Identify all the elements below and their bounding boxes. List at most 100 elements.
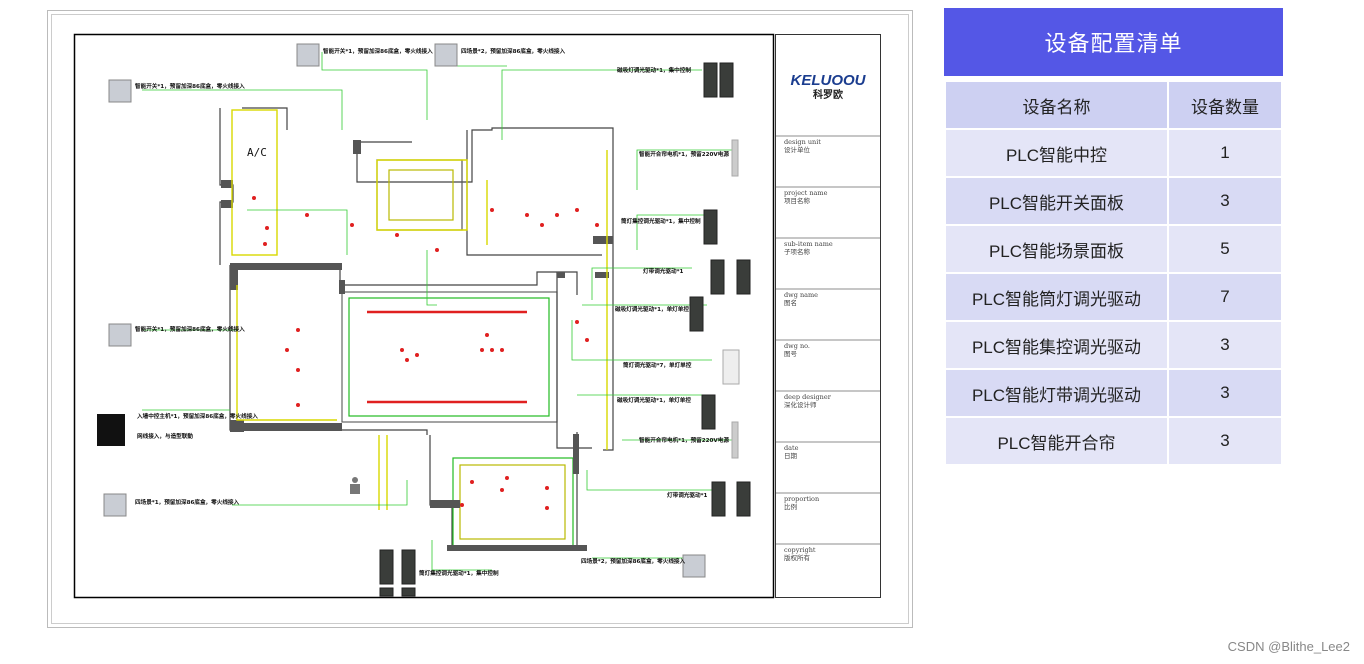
drawing-frame — [73, 33, 775, 599]
driver-icon — [701, 394, 716, 430]
floor-plan-svg: KELUOOU 科罗欧 design unit 设计单位 project nam… — [47, 10, 913, 628]
annotation: 智能开关*1，预留加深86底盒，零火线接入 — [135, 325, 245, 333]
annotation: 筒灯集控调光驱动*1，集中控制 — [621, 217, 701, 225]
title-block — [775, 34, 881, 598]
panel-icon — [103, 493, 127, 517]
wiring — [142, 52, 732, 571]
panel-icon — [682, 554, 706, 578]
driver-icon — [689, 296, 704, 332]
table-row: PLC智能中控 1 — [944, 128, 1283, 178]
tb-date-en: date — [784, 444, 799, 452]
tb-copyright-cn: 版权所有 — [784, 553, 811, 562]
watermark: CSDN @Blithe_Lee2 — [1227, 639, 1350, 654]
device-qty: 7 — [1167, 272, 1283, 322]
title-block-fields: design unit 设计单位 project name 项目名称 sub-i… — [784, 138, 833, 562]
tb-dwg-name-en: dwg name — [784, 291, 818, 299]
tb-subitem-en: sub-item name — [784, 240, 833, 248]
table-row: PLC智能灯带调光驱动 3 — [944, 368, 1283, 418]
header-device-qty: 设备数量 — [1167, 80, 1283, 130]
tb-design-unit-en: design unit — [784, 138, 821, 146]
title-block-dividers — [776, 135, 880, 545]
device-qty: 1 — [1167, 128, 1283, 178]
table-header-row: 设备名称 设备数量 — [944, 80, 1283, 130]
tb-project-name-cn: 项目名称 — [784, 196, 811, 205]
device-name: PLC智能筒灯调光驱动 — [944, 272, 1169, 322]
annotations: 智能开关*1，预留加深86底盒，零火线接入 四场景*2，预留加深86底盒，零火线… — [135, 47, 729, 577]
driver-icon — [379, 587, 394, 597]
driver-icon — [736, 259, 751, 295]
device-qty: 3 — [1167, 368, 1283, 418]
device-name: PLC智能灯带调光驱动 — [944, 368, 1169, 418]
device-name: PLC智能场景面板 — [944, 224, 1169, 274]
device-name: PLC智能开合帘 — [944, 416, 1169, 466]
equipment-table: 设备名称 设备数量 PLC智能中控 1 PLC智能开关面板 3 PLC智能场景面… — [944, 80, 1283, 466]
entrance-person-icon — [350, 477, 360, 494]
driver-icon — [379, 549, 394, 585]
annotation: 磁吸灯调光驱动*1，集中控制 — [617, 66, 691, 74]
driver-icon — [401, 587, 416, 597]
panel-icon — [434, 43, 458, 67]
annotation: 智能开关*1，预留加深86底盒，零火线接入 — [135, 82, 245, 90]
tb-proportion-en: proportion — [784, 495, 819, 503]
curtain-motor-icon — [731, 139, 739, 177]
device-name: PLC智能中控 — [944, 128, 1169, 178]
tb-copyright-en: copyright — [784, 546, 816, 554]
magnetic-tracks — [367, 310, 527, 404]
thick-walls — [221, 140, 613, 551]
device-name: PLC智能开关面板 — [944, 176, 1169, 226]
walls — [219, 107, 614, 551]
annotation: 入墙中控主机*1，预留加深86底盒，零火线接入 — [136, 412, 258, 420]
brand-logo-cn: 科罗欧 — [813, 88, 843, 101]
driver-module-thumbnails — [379, 62, 751, 597]
driver-icon — [711, 481, 726, 517]
annotation: 四场景*1，预留加深86底盒，零火线接入 — [135, 498, 240, 506]
annotation: 磁吸灯调光驱动*1，单灯单控 — [615, 305, 689, 313]
curtain-motor-icon — [731, 421, 739, 459]
equipment-list-title: 设备配置清单 — [944, 8, 1283, 76]
annotation: 四场景*2，预留加深86底盒，零火线接入 — [461, 47, 566, 55]
annotation: 网线接入，与造型联動 — [137, 432, 193, 440]
table-row: PLC智能开关面板 3 — [944, 176, 1283, 226]
tb-designer-cn: 深化设计师 — [784, 400, 817, 409]
switch-panel-thumbnails — [97, 43, 706, 578]
panel-icon — [296, 43, 320, 67]
annotation: 磁吸灯调光驱动*1，单灯单控 — [617, 396, 691, 404]
tb-subitem-cn: 子项名称 — [784, 247, 811, 256]
room-label-ac: A/C — [247, 146, 267, 159]
device-name: PLC智能集控调光驱动 — [944, 320, 1169, 370]
tb-project-name-en: project name — [784, 189, 828, 197]
annotation: 筒灯调光驱动*7，单灯单控 — [623, 361, 692, 369]
tb-dwg-name-cn: 图名 — [784, 298, 797, 307]
driver-icon — [703, 62, 718, 98]
device-qty: 3 — [1167, 416, 1283, 466]
tb-designer-en: deep designer — [784, 393, 832, 401]
tb-date-cn: 日期 — [784, 452, 798, 460]
annotation: 灯带调光驱动*1 — [643, 267, 683, 275]
sheet-border-outer — [47, 10, 913, 628]
downlights — [252, 196, 599, 510]
annotation: 四场景*2，预留加深86底盒，零火线接入 — [581, 557, 686, 565]
annotation: 灯带调光驱动*1 — [667, 491, 707, 499]
device-qty: 3 — [1167, 320, 1283, 370]
driver-icon — [710, 259, 725, 295]
driver-icon — [703, 209, 718, 245]
table-row: PLC智能集控调光驱动 3 — [944, 320, 1283, 370]
annotation: 智能开关*1，预留加深86底盒，零火线接入 — [323, 47, 433, 55]
brand-logo: KELUOOU — [791, 72, 867, 89]
annotation: 筒灯集控调光驱动*1，集中控制 — [419, 569, 499, 577]
equipment-list-panel: 设备配置清单 设备名称 设备数量 PLC智能中控 1 PLC智能开关面板 3 P… — [944, 8, 1283, 466]
driver-icon — [736, 481, 751, 517]
tb-dwg-no-en: dwg no. — [784, 342, 810, 350]
panel-icon — [108, 323, 132, 347]
table-row: PLC智能开合帘 3 — [944, 416, 1283, 466]
panel-icon — [108, 79, 132, 103]
central-controller-icon — [97, 414, 125, 446]
driver-icon — [719, 62, 734, 98]
tb-design-unit-cn: 设计单位 — [784, 145, 811, 154]
annotation: 智能开合帘电机*1，预留220V电源 — [639, 150, 729, 158]
floor-plan-drawing: KELUOOU 科罗欧 design unit 设计单位 project nam… — [47, 10, 913, 628]
table-row: PLC智能场景面板 5 — [944, 224, 1283, 274]
driver-icon — [401, 549, 416, 585]
tb-dwg-no-cn: 图号 — [784, 350, 798, 358]
device-qty: 5 — [1167, 224, 1283, 274]
